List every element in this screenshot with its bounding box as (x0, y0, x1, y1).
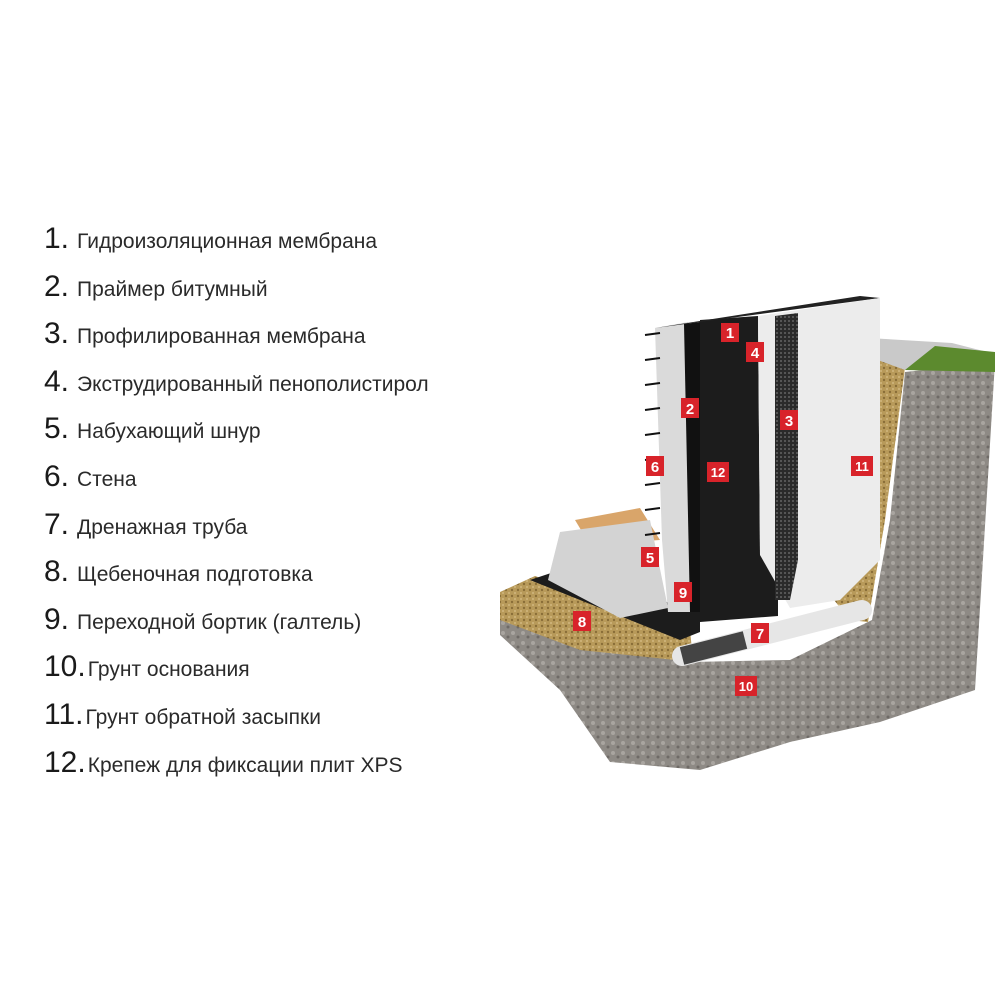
wall (655, 322, 690, 612)
svg-text:8: 8 (578, 614, 586, 631)
svg-text:1: 1 (726, 325, 734, 342)
legend-item: 3.Профилированная мембрана (44, 317, 366, 351)
tag-8: 8 (573, 611, 591, 631)
legend-item: 1.Гидроизоляционная мембрана (44, 222, 378, 255)
footing (548, 520, 668, 618)
legend-item: 11.Грунт обратной засыпки (44, 697, 321, 731)
tag-4: 4 (746, 342, 764, 362)
legend: 1.Гидроизоляционная мембрана 2.Праймер б… (44, 222, 429, 793)
membrane-top (655, 296, 880, 328)
tag-11: 11 (851, 456, 873, 476)
profiled-membrane (775, 313, 798, 600)
legend-item: 5.Набухающий шнур (44, 412, 261, 446)
legend-item: 8.Щебеночная подготовка (44, 555, 313, 589)
legend-item: 7.Дренажная труба (44, 507, 248, 541)
tag-5: 5 (641, 547, 659, 567)
svg-text:6: 6 (651, 459, 659, 476)
legend-item: 12.Крепеж для фиксации плит XPS (44, 745, 403, 779)
legend-item: 2.Праймер битумный (44, 269, 268, 303)
svg-text:5: 5 (646, 550, 654, 567)
tag-12: 12 (707, 462, 729, 482)
concrete-cap (850, 338, 995, 370)
svg-text:12: 12 (711, 465, 725, 480)
svg-text:2: 2 (686, 401, 694, 418)
wall-rebar (644, 332, 661, 536)
legend-item: 6.Стена (44, 459, 137, 493)
legend-item: 4.Экструдированный пенополистирол (44, 364, 429, 398)
tag-2: 2 (681, 398, 699, 418)
membrane (700, 316, 778, 622)
svg-text:10: 10 (739, 679, 753, 694)
primer-layer (684, 322, 700, 612)
drain-pipe-wrap (679, 631, 748, 665)
legend-item: 10.Грунт основания (44, 650, 250, 684)
svg-text:3: 3 (785, 413, 793, 430)
grass (905, 346, 995, 372)
svg-text:11: 11 (855, 459, 869, 474)
tag-10: 10 (735, 676, 757, 696)
tag-3: 3 (780, 410, 798, 430)
tag-1: 1 (721, 323, 739, 342)
tag-6: 6 (646, 456, 664, 476)
svg-text:7: 7 (756, 626, 764, 643)
svg-text:9: 9 (679, 585, 687, 602)
svg-text:4: 4 (751, 345, 760, 362)
tag-9: 9 (674, 582, 692, 602)
tag-7: 7 (751, 623, 769, 643)
legend-item: 9.Переходной бортик (галтель) (44, 602, 362, 636)
base-soil (500, 362, 995, 770)
gravel-bed (500, 576, 692, 660)
